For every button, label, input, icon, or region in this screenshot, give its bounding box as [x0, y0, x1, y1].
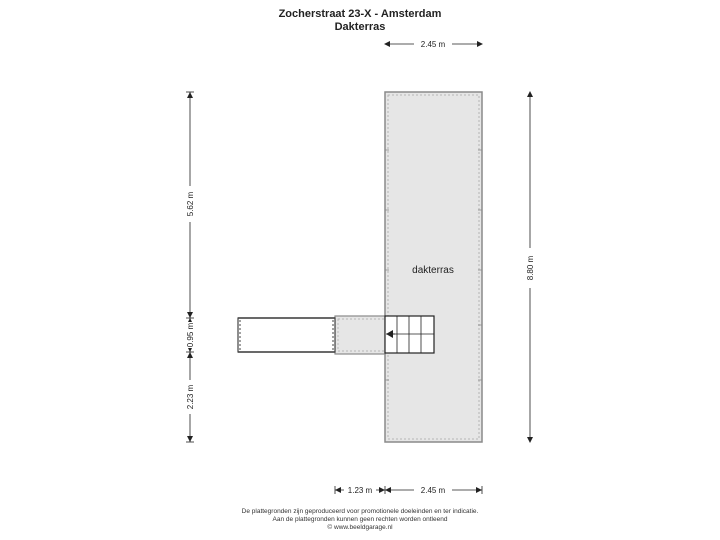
right-height-dimension: 8.80 m — [524, 91, 536, 443]
bottom-left-label: 1.23 m — [348, 486, 373, 495]
top-width-label: 2.45 m — [421, 40, 446, 49]
plan-address-title: Zocherstraat 23-X - Amsterdam — [278, 8, 442, 20]
plan-floor-title: Dakterras — [334, 21, 386, 33]
bottom-dimension-chain: 1.23 m 2.45 m — [334, 484, 483, 496]
copyright-line: © www.beeldgarage.nl — [327, 524, 393, 531]
bottom-right-label: 2.45 m — [421, 486, 446, 495]
dakterras-area: dakterras — [384, 91, 483, 443]
left-dimension-chain: 5.62 m 0.95 m 2.23 m — [184, 91, 196, 443]
left-upper-label: 5.62 m — [186, 191, 195, 216]
connecting-walkway — [334, 315, 386, 355]
left-middle-label: 0.95 m — [186, 322, 195, 347]
roof-hatch — [237, 317, 336, 353]
dakterras-label: dakterras — [412, 265, 454, 276]
right-height-label: 8.80 m — [526, 255, 535, 280]
disclaimer-line-2: Aan de plattegronden kunnen geen rechten… — [272, 516, 448, 523]
top-width-dimension: 2.45 m — [384, 38, 483, 50]
staircase — [384, 315, 435, 354]
left-lower-label: 2.23 m — [186, 384, 195, 409]
disclaimer-line-1: De plattegronden zijn geproduceerd voor … — [241, 508, 479, 515]
